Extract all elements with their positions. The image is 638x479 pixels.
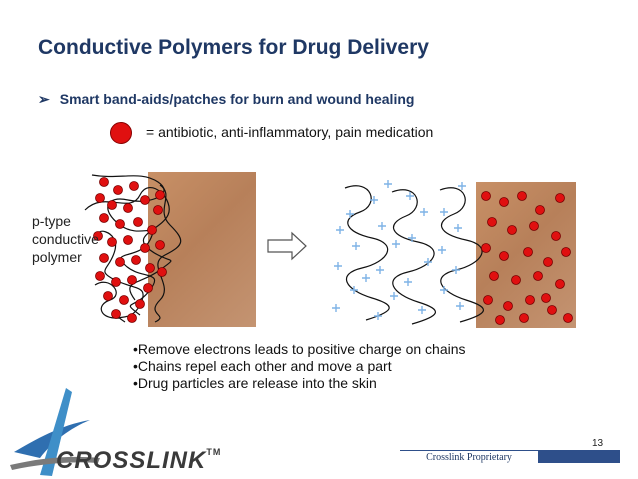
crosslink-logo-icon	[10, 388, 100, 476]
point-item: •Drug particles are release into the ski…	[133, 375, 377, 391]
company-logo: CROSSLINKTM	[56, 447, 222, 474]
positive-charges	[332, 180, 466, 320]
drug-particle-legend-icon	[110, 122, 132, 144]
drug-particles-left	[93, 177, 167, 323]
process-arrow-icon	[267, 231, 307, 261]
point-item: •Chains repel each other and move a part	[133, 358, 392, 374]
polymer-label: p-type conductive polymer	[32, 213, 99, 265]
drug-particles-released	[481, 191, 573, 325]
trademark: TM	[206, 447, 222, 457]
mechanism-points: •Remove electrons leads to positive char…	[133, 341, 466, 392]
legend-text: = antibiotic, anti-inflammatory, pain me…	[146, 124, 434, 140]
bullet-arrow-icon: ➢	[38, 91, 50, 107]
bullet-text: Smart band-aids/patches for burn and wou…	[59, 91, 415, 107]
page-number: 13	[592, 438, 604, 449]
main-bullet: ➢ Smart band-aids/patches for burn and wo…	[38, 91, 414, 108]
slide-title: Conductive Polymers for Drug Delivery	[38, 36, 429, 59]
point-item: •Remove electrons leads to positive char…	[133, 341, 466, 357]
proprietary-notice: Crosslink Proprietary	[400, 450, 538, 464]
separated-polymer-chains	[344, 185, 484, 325]
